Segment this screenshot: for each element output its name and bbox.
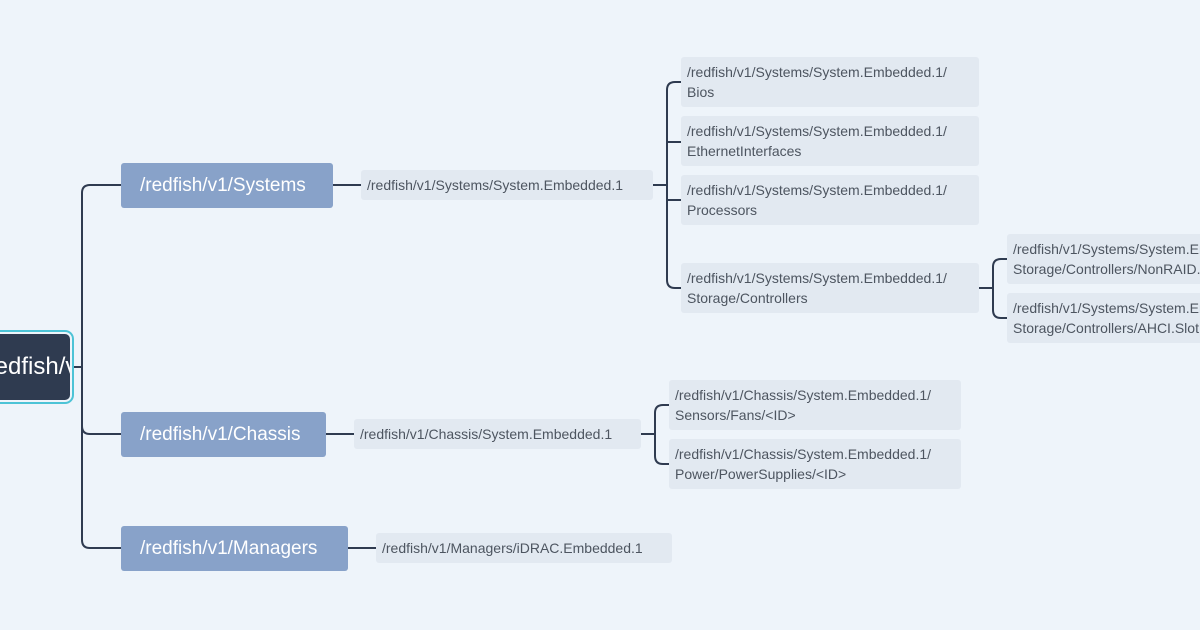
node-systems-bios[interactable]: /redfish/v1/Systems/System.Embedded.1/ B… — [681, 57, 979, 107]
node-chassis-power-supplies[interactable]: /redfish/v1/Chassis/System.Embedded.1/ P… — [669, 439, 961, 489]
node-line-1: /redfish/v1/Chassis/System.Embedded.1/ — [675, 387, 932, 403]
node-line-2: Power/PowerSupplies/<ID> — [675, 466, 847, 482]
node-storage-ahci[interactable]: /redfish/v1/Systems/System.Embedded.1/ S… — [1007, 293, 1200, 343]
node-chassis-fans[interactable]: /redfish/v1/Chassis/System.Embedded.1/ S… — [669, 380, 961, 430]
node-line-2: Storage/Controllers — [687, 290, 808, 306]
node-line-2: Storage/Controllers/AHCI.Slot.1-1 — [1013, 320, 1200, 336]
branch-chassis[interactable]: /redfish/v1/Chassis — [121, 412, 326, 457]
node-chassis-embedded[interactable]: /redfish/v1/Chassis/System.Embedded.1 — [354, 419, 641, 449]
node-line-1: /redfish/v1/Systems/System.Embedded.1/ — [687, 123, 947, 139]
node-line-1: /redfish/v1/Systems/System.Embedded.1/ — [1013, 241, 1200, 257]
node-line-1: /redfish/v1/Systems/System.Embedded.1/ — [687, 64, 947, 80]
node-managers-idrac[interactable]: /redfish/v1/Managers/iDRAC.Embedded.1 — [376, 533, 672, 563]
node-line-2: Storage/Controllers/NonRAID.Integrated.1… — [1013, 261, 1200, 277]
node-line-2: EthernetInterfaces — [687, 143, 802, 159]
root-node[interactable]: /redfish/v1 — [0, 334, 70, 400]
connector-root-chassis — [81, 425, 122, 435]
node-line-2: Sensors/Fans/<ID> — [675, 407, 796, 423]
node-line-1: /redfish/v1/Systems/System.Embedded.1/ — [1013, 300, 1200, 316]
node-systems-embedded[interactable]: /redfish/v1/Systems/System.Embedded.1 — [361, 170, 653, 200]
node-systems-processors[interactable]: /redfish/v1/Systems/System.Embedded.1/ P… — [681, 175, 979, 225]
node-line-1: /redfish/v1/Chassis/System.Embedded.1/ — [675, 446, 932, 462]
node-systems-storage-controllers[interactable]: /redfish/v1/Systems/System.Embedded.1/ S… — [681, 263, 979, 313]
node-line-2: Bios — [687, 84, 715, 100]
connector-storage-fan — [978, 258, 1008, 319]
connector-chassis-fan — [640, 404, 670, 465]
node-storage-nonraid[interactable]: /redfish/v1/Systems/System.Embedded.1/ S… — [1007, 234, 1200, 284]
branch-managers[interactable]: /redfish/v1/Managers — [121, 526, 348, 571]
branch-systems[interactable]: /redfish/v1/Systems — [121, 163, 333, 208]
connector-root-trunk — [69, 184, 91, 549]
node-line-1: /redfish/v1/Systems/System.Embedded.1/ — [687, 270, 947, 286]
node-line-2: Processors — [687, 202, 758, 218]
connector-systems-fan — [652, 81, 682, 289]
node-line-1: /redfish/v1/Systems/System.Embedded.1/ — [687, 182, 947, 198]
node-systems-ethernet[interactable]: /redfish/v1/Systems/System.Embedded.1/ E… — [681, 116, 979, 166]
